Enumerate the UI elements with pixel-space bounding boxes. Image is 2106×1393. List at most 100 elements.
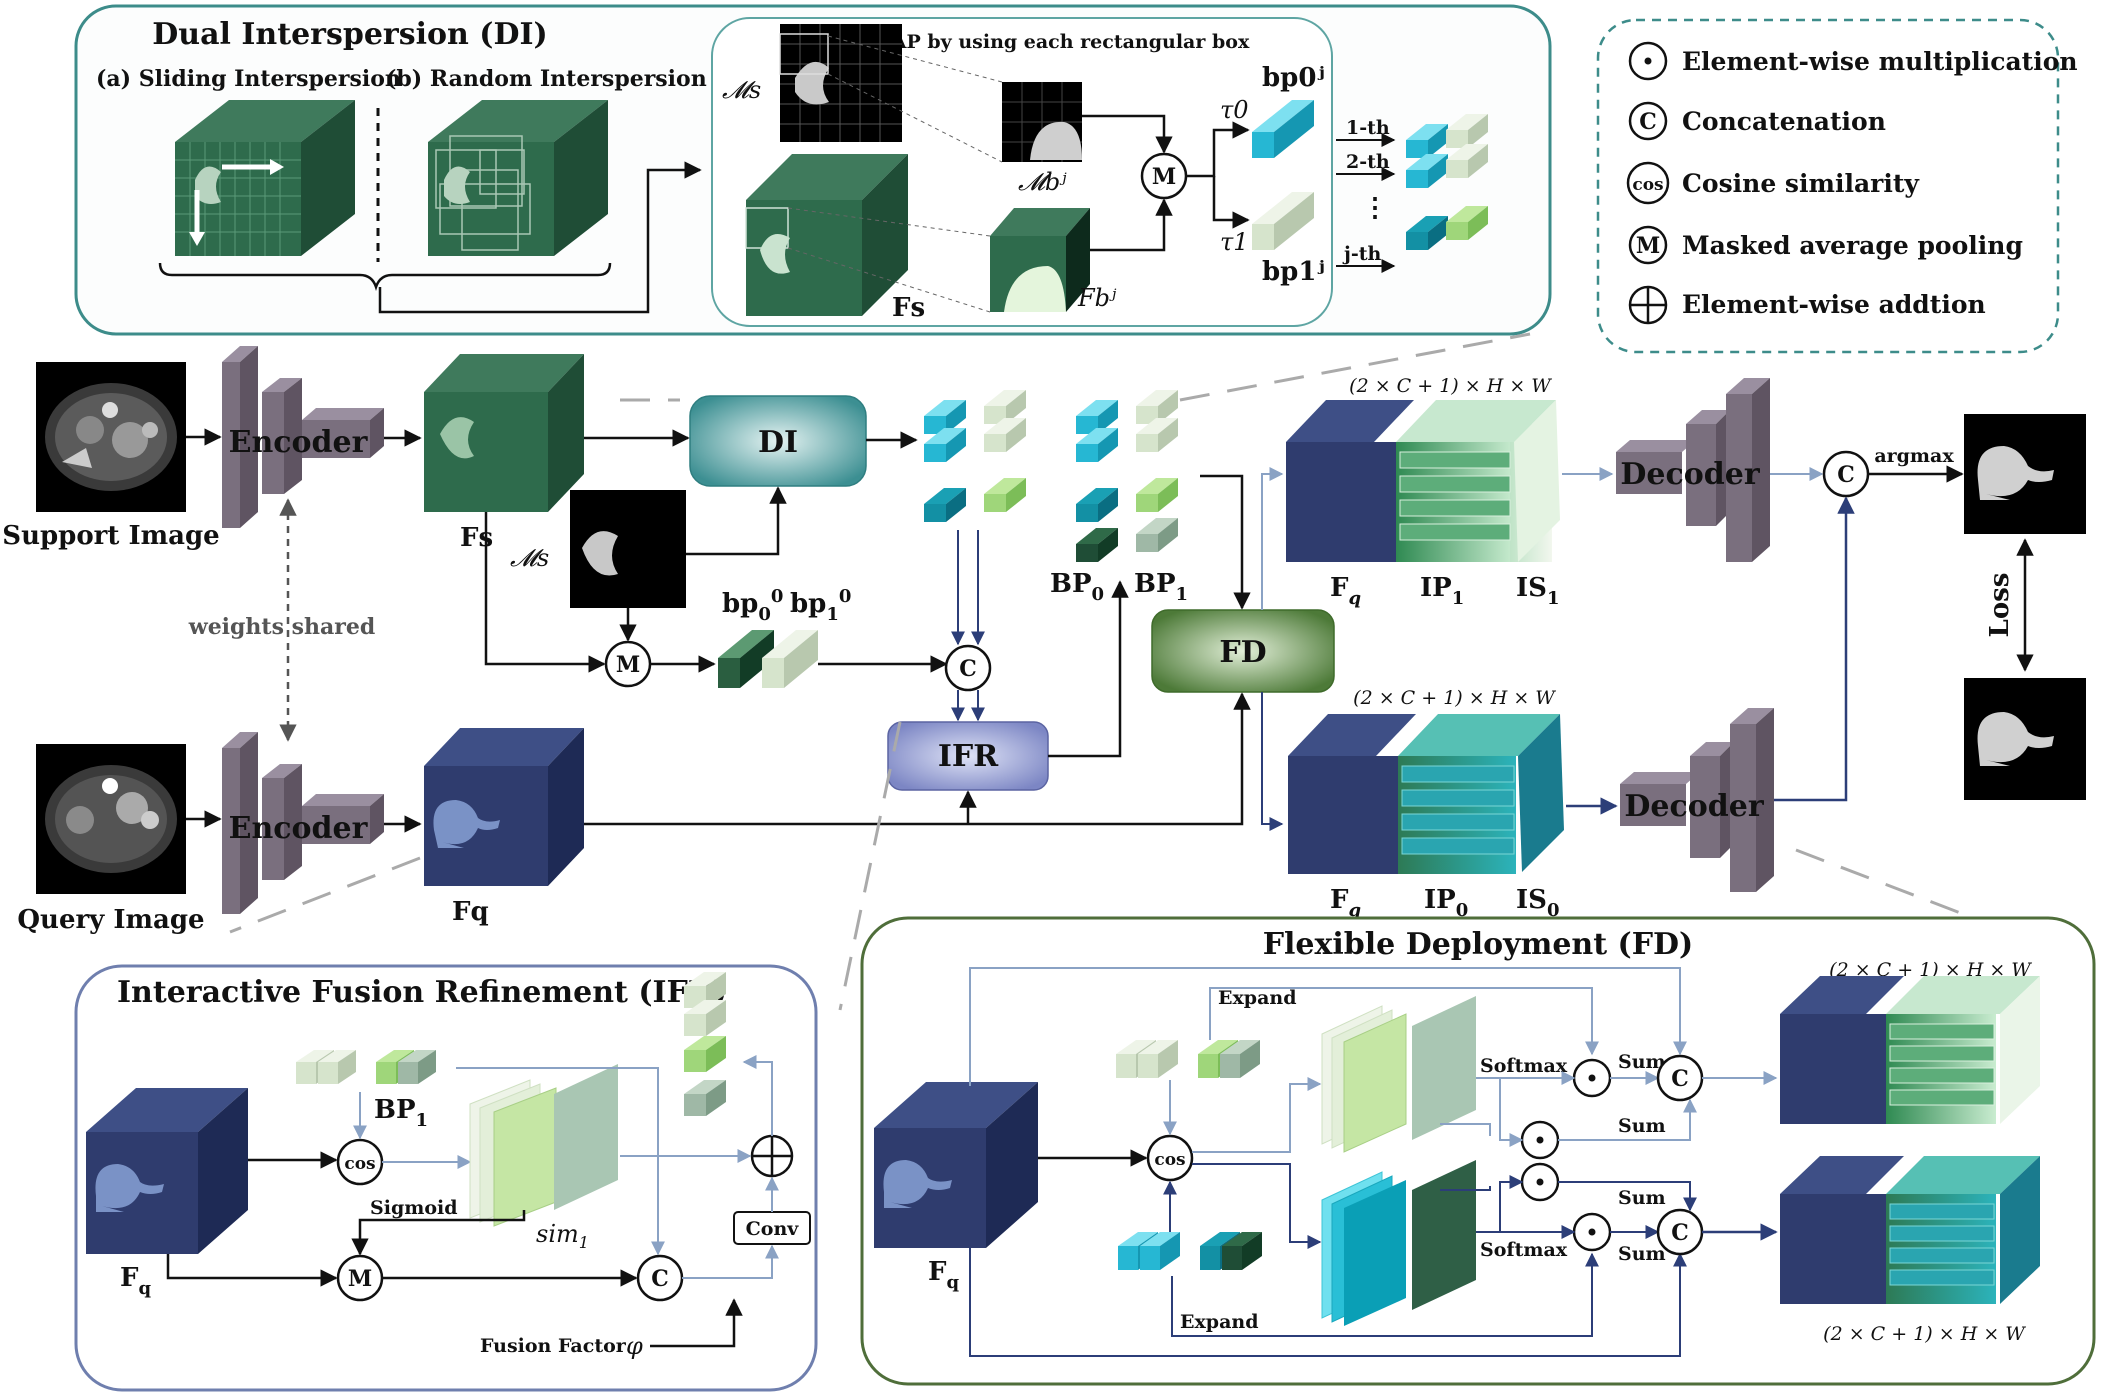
fq-label: Fq — [452, 897, 489, 927]
di-fb-label: Fbʲ — [1077, 284, 1117, 312]
encoder-support-label: Encoder — [229, 425, 369, 460]
bp-prototypes — [718, 630, 818, 688]
bp-stack-right — [1076, 390, 1178, 562]
row-dots: ⋮ — [1362, 193, 1388, 223]
encoder-query — [222, 732, 384, 914]
fd-out-top — [1780, 976, 2040, 1124]
di-fs-label: Fs — [892, 293, 925, 323]
weights-shared-label: weights shared — [188, 614, 375, 640]
ms-mask — [570, 490, 686, 608]
legend-label-4: Element-wise addtion — [1682, 290, 1986, 319]
dim-top: (2 × C + 1) × H × W — [1349, 375, 1552, 397]
di-panel: Dual Interspersion (DI) (a) Sliding Inte… — [74, 4, 1552, 336]
fs-cube — [424, 354, 584, 512]
bp-stack-left — [924, 390, 1026, 522]
query-image-label: Query Image — [17, 905, 204, 935]
bp00-label: bp00 — [722, 586, 783, 625]
ip0-label: IP0 — [1424, 885, 1468, 921]
ifr-panel-title: Interactive Fusion Refinement (IFR) — [117, 975, 727, 1010]
tau1-label: τ1 — [1220, 228, 1249, 256]
legend-item-cosine: cos Cosine similarity — [1626, 161, 1920, 205]
di-stack — [1406, 114, 1488, 250]
fd-prisms-bottom — [1118, 1232, 1262, 1270]
top-fq-label: Fq — [1330, 573, 1361, 609]
fd-out-bottom — [1780, 1156, 2040, 1304]
fs-label: Fs — [460, 523, 493, 553]
map-caption: MAP by using each rectangular box — [871, 31, 1250, 53]
support-image-label: Support Image — [2, 521, 219, 551]
fd-maps-bottom — [1321, 1160, 1476, 1326]
loss-label: Loss — [1985, 573, 2015, 638]
decoder-top — [1616, 378, 1770, 562]
bp0-caption: BP0 — [1050, 569, 1104, 605]
ifr-bp1 — [296, 1050, 436, 1084]
di-sub-b: (b) Random Interspersion — [386, 66, 707, 92]
sum3-label: Sum — [1618, 1187, 1666, 1209]
bottom-fq-label: Fq — [1330, 885, 1361, 921]
fd-c-top: C — [1671, 1066, 1689, 1092]
legend-symbol-2: cos — [1632, 175, 1663, 195]
legend-item-multiplication: Element-wise multiplication — [1628, 41, 2078, 81]
di-panel-title: Dual Interspersion (DI) — [152, 17, 547, 52]
di-block-label: DI — [758, 425, 798, 460]
support-image — [36, 362, 186, 512]
fd-dot-3 — [1520, 1162, 1560, 1202]
argmax-label: argmax — [1874, 445, 1954, 467]
main-pipeline: Support Image Query Image Encoder — [2, 346, 2086, 935]
fq-cube — [424, 728, 584, 886]
fd-dim-bottom: (2 × C + 1) × H × W — [1823, 1323, 2026, 1345]
fd-panel-title: Flexible Deployment (FD) — [1263, 927, 1694, 962]
row-2th: 2-th — [1346, 151, 1390, 173]
di-bp1-label: bp1ʲ — [1262, 257, 1325, 287]
fd-dot-1 — [1572, 1058, 1612, 1098]
query-image — [36, 744, 186, 894]
phi-label: φ — [626, 1332, 643, 1360]
sum4-label: Sum — [1618, 1243, 1666, 1265]
expand-top-label: Expand — [1218, 987, 1297, 1009]
fd-c-bottom: C — [1671, 1220, 1689, 1246]
decoder-top-label: Decoder — [1620, 457, 1760, 492]
row-jth: j-th — [1342, 243, 1382, 265]
ifr-panel: Interactive Fusion Refinement (IFR) Fq B… — [74, 964, 818, 1392]
tau0-label: τ0 — [1220, 96, 1249, 124]
ms-label: 𝓜s — [510, 544, 549, 572]
fd-panel: Flexible Deployment (FD) Fq Expand Expan… — [860, 916, 2096, 1386]
dim-bottom: (2 × C + 1) × H × W — [1353, 687, 1556, 709]
legend-item-addition: Element-wise addtion — [1628, 285, 1986, 325]
legend: Element-wise multiplication C Concatenat… — [1596, 18, 2078, 354]
fd-dot-2 — [1520, 1120, 1560, 1160]
sim1-maps — [469, 1064, 618, 1227]
legend-item-map: M Masked average pooling — [1628, 225, 2023, 265]
ifr-block-label: IFR — [938, 739, 999, 774]
main-c-symbol: C — [959, 656, 977, 682]
di-bp0-label: bp0ʲ — [1262, 63, 1325, 93]
bp10-label: bp10 — [790, 586, 851, 625]
decoder-bottom — [1620, 708, 1774, 892]
ifr-m-symbol: M — [348, 1266, 372, 1292]
fusion-factor-label: Fusion Factor — [480, 1335, 627, 1357]
final-c-symbol: C — [1837, 462, 1855, 488]
expand-bottom-label: Expand — [1180, 1311, 1259, 1333]
encoder-query-label: Encoder — [229, 811, 369, 846]
conv-label: Conv — [746, 1218, 800, 1240]
row-1th: 1-th — [1346, 117, 1390, 139]
ifr-refined-stack — [684, 972, 726, 1116]
fd-prisms-top — [1116, 1040, 1260, 1078]
decoder-bottom-label: Decoder — [1624, 789, 1764, 824]
di-ms-label: 𝓜s — [722, 76, 761, 104]
ground-truth-mask — [1964, 678, 2086, 800]
prediction-mask — [1964, 414, 2086, 534]
fd-cos-symbol: cos — [1154, 1150, 1185, 1170]
di-m-symbol: M — [1152, 164, 1176, 190]
legend-label-2: Cosine similarity — [1682, 169, 1920, 198]
encoder-support — [222, 346, 384, 528]
random-cube — [428, 100, 608, 256]
softmax-bottom-label: Softmax — [1480, 1239, 1568, 1261]
ip1-label: IP1 — [1420, 573, 1464, 609]
legend-label-1: Concatenation — [1682, 107, 1886, 136]
fd-block[interactable] — [1151, 609, 1335, 693]
out-top-block — [1286, 400, 1560, 562]
legend-item-concatenation: C Concatenation — [1628, 101, 1886, 141]
